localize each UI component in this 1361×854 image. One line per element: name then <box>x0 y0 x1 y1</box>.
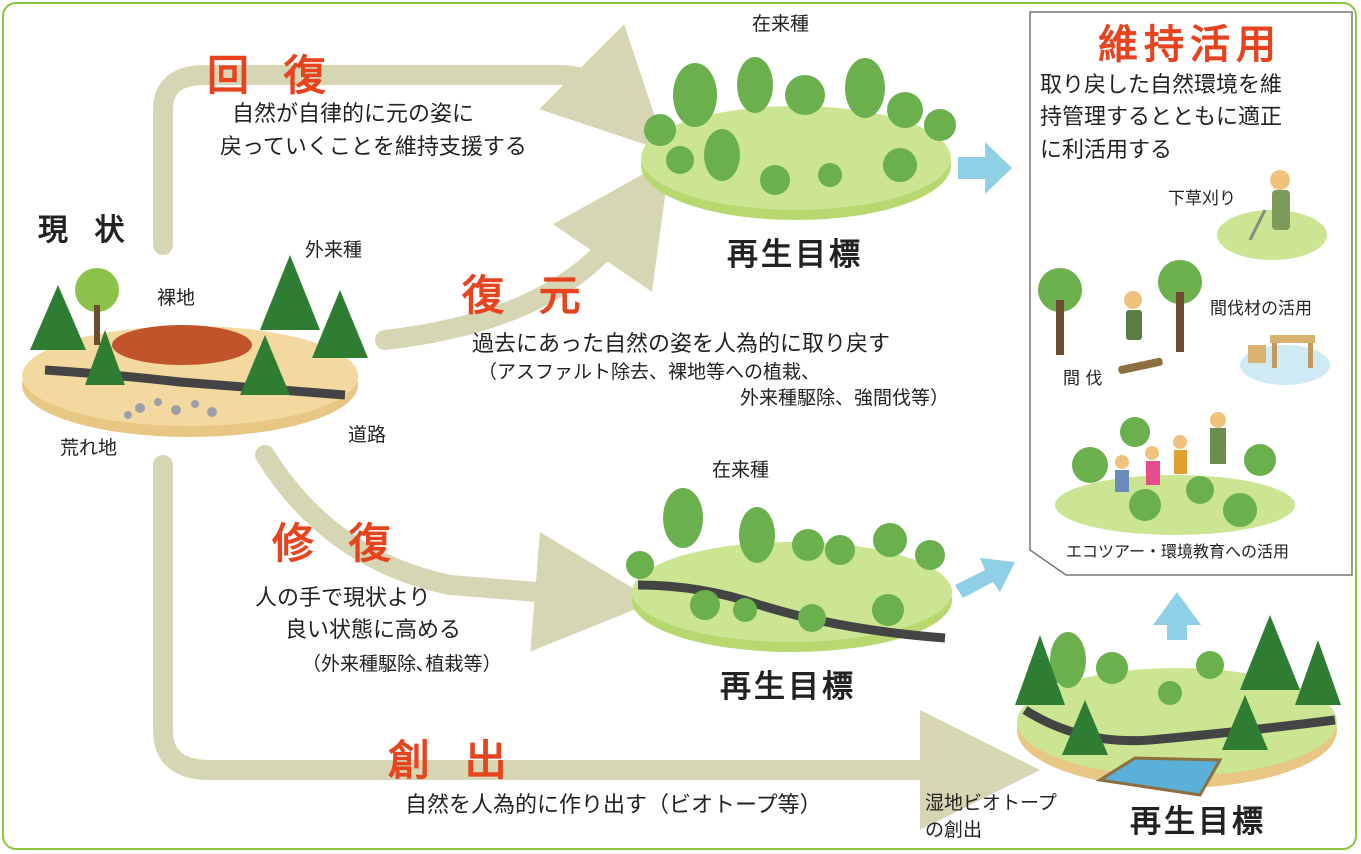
blue-arrows <box>955 142 1201 640</box>
maintenance-desc-3: に利活用する <box>1040 138 1173 163</box>
creation-goal-island <box>1015 615 1341 797</box>
ecotour-label: エコツアー・環境教育への活用 <box>1066 542 1290 561</box>
goal-label-creation: 再生目標 <box>1130 804 1266 840</box>
wood-use-illustration <box>1240 335 1330 385</box>
recovery-desc-2: 戻っていくことを維持支援する <box>220 135 527 160</box>
thinning-illustration <box>1038 260 1202 374</box>
restoration-desc-2: （アスファルト除去、裸地等への植栽、 <box>478 361 821 383</box>
maintenance-panel-border <box>1029 11 1353 576</box>
thinning-label: 間 伐 <box>1063 369 1103 389</box>
maintenance-title: 維持活用 <box>1098 22 1282 68</box>
recovery-goal-island <box>641 57 956 220</box>
bare-ground-label: 裸地 <box>157 287 196 309</box>
thinned-wood-label: 間伐材の活用 <box>1210 299 1312 319</box>
restoration-desc-1: 過去にあった自然の姿を人為的に取り戻す <box>472 332 891 357</box>
native-species-label-top: 在来種 <box>752 13 810 35</box>
repair-desc-2: 良い状態に高める <box>285 618 462 643</box>
goal-label-repair: 再生目標 <box>720 669 856 705</box>
recovery-arrow <box>153 24 667 255</box>
recovery-desc-1: 自然が自律的に元の姿に <box>232 102 475 127</box>
restoration-title: 復 元 <box>462 271 591 320</box>
blue-arrow-top <box>958 142 1012 194</box>
pathway-arrows <box>153 24 1040 830</box>
native-species-label-bottom: 在来種 <box>712 459 770 481</box>
repair-goal-island <box>626 488 952 652</box>
maintenance-desc-2: 持管理するとともに適正 <box>1040 105 1283 130</box>
repair-title: 修 復 <box>272 519 401 568</box>
ecotour-illustration <box>1055 412 1295 535</box>
repair-desc-1: 人の手で現状より <box>255 586 431 611</box>
repair-desc-3: （外来種駆除､植栽等） <box>302 653 502 675</box>
alien-species-label: 外来種 <box>305 239 363 261</box>
road-label: 道路 <box>348 424 387 446</box>
current-state-title: 現 状 <box>38 213 133 248</box>
goal-label-recovery: 再生目標 <box>727 237 863 273</box>
recovery-title: 回 復 <box>207 51 336 100</box>
creation-desc: 自然を人為的に作り出す（ビオトープ等） <box>405 793 822 818</box>
blue-arrow-middle <box>955 558 1015 598</box>
blue-arrow-up <box>1153 592 1201 640</box>
wetland-label-1: 湿地ビオトープ <box>925 792 1057 814</box>
current-state-island <box>22 255 368 437</box>
mowing-label: 下草刈り <box>1168 189 1236 209</box>
wasteland-label: 荒れ地 <box>60 437 118 459</box>
maintenance-desc-1: 取り戻した自然環境を維 <box>1040 73 1283 98</box>
repair-arrow <box>255 445 655 652</box>
restoration-desc-3: 外来種駆除、強間伐等） <box>740 387 950 409</box>
mowing-illustration <box>1217 170 1327 260</box>
creation-title: 創 出 <box>388 736 517 785</box>
creation-arrow <box>153 455 1040 830</box>
wetland-label-2: の創出 <box>925 819 983 841</box>
restoration-arrow <box>375 159 671 350</box>
